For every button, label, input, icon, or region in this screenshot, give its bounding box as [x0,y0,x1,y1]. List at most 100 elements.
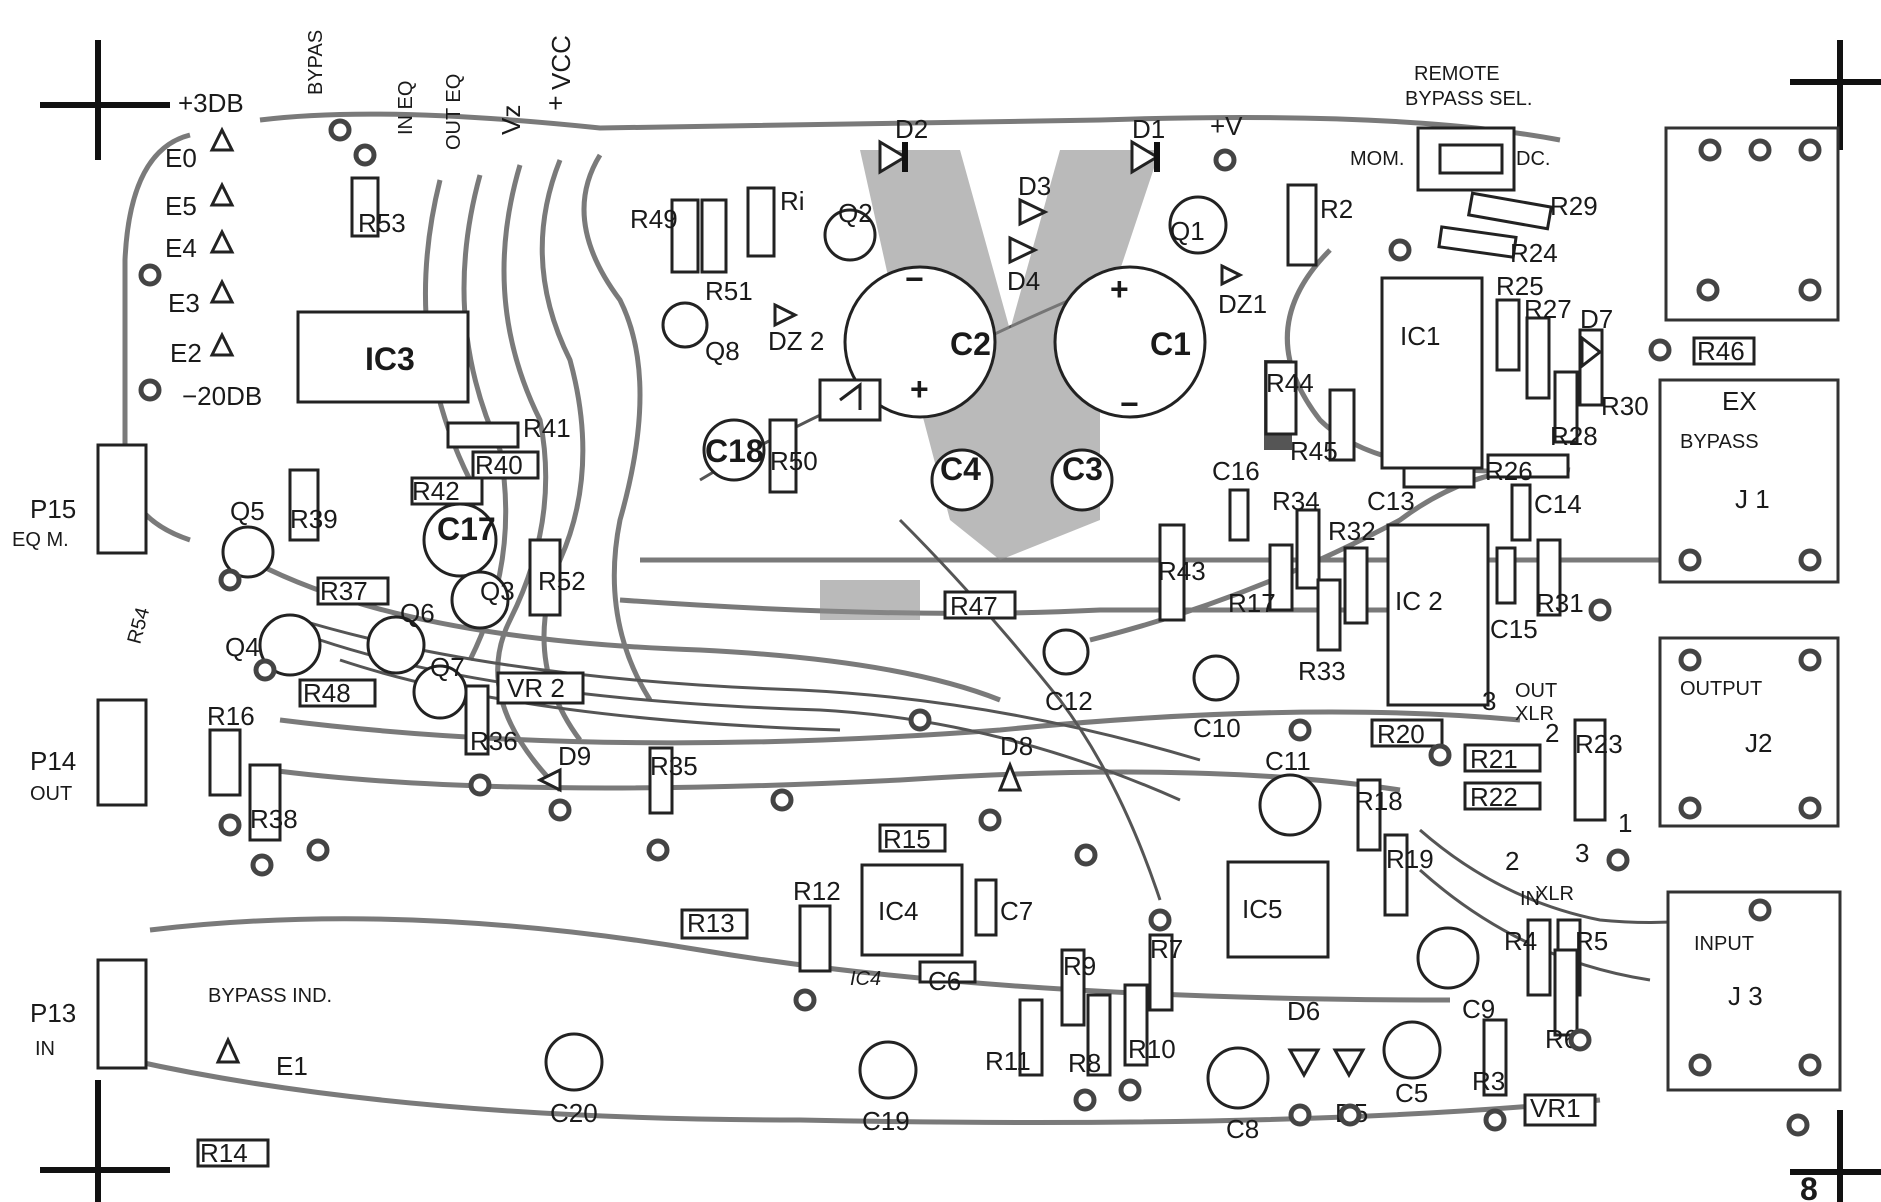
svg-text:C15: C15 [1490,614,1538,644]
trimmer-vr2: VR 2 [496,671,585,705]
svg-text:C14: C14 [1534,489,1582,519]
svg-text:C19: C19 [862,1106,910,1136]
transistor-q8: Q8 [661,301,740,366]
capacitor-c3: C3 [1050,448,1114,512]
svg-text:REMOTE: REMOTE [1414,63,1500,85]
svg-text:3: 3 [1482,686,1496,716]
svg-text:R38: R38 [250,804,298,834]
svg-text:IC1: IC1 [1400,321,1440,351]
svg-text:J 1: J 1 [1735,484,1770,514]
svg-text:IC3: IC3 [365,341,415,377]
port-p14: P14 OUT [30,698,148,807]
svg-text:D4: D4 [1007,266,1040,296]
svg-text:VCC: VCC [546,35,576,90]
svg-text:OUT: OUT [30,783,72,805]
svg-text:C6: C6 [928,966,961,996]
svg-text:OUT: OUT [1515,680,1557,702]
svg-text:E4: E4 [165,233,197,263]
svg-text:R22: R22 [1470,782,1518,812]
svg-text:R25: R25 [1496,271,1544,301]
capacitor-c5: C5 [1382,1020,1442,1108]
svg-text:E0: E0 [165,143,197,173]
xlr-notes: OUT XLR IN XLR 1 2 3 2 3 [1482,680,1632,910]
resistors: R53 R49 R51 Ri R2 R29 R24 R25 R27 R28 R3… [196,176,1756,1168]
svg-text:BYPASS IND.: BYPASS IND. [208,985,332,1007]
svg-text:+: + [1110,271,1129,307]
svg-text:R14: R14 [200,1138,248,1168]
bypass-indicator: BYPASS IND. E1 [208,985,332,1081]
svg-text:R44: R44 [1266,368,1314,398]
svg-text:R31: R31 [1536,588,1584,618]
svg-text:IC4: IC4 [878,896,918,926]
ic-ic4: IC4 [860,863,964,957]
svg-text:R3: R3 [1472,1066,1505,1096]
svg-text:3: 3 [1575,838,1589,868]
remote-bypass-switch [1416,126,1516,192]
svg-text:C4: C4 [940,451,981,487]
capacitor-c18: C18 [702,418,766,482]
pads [138,118,1822,1137]
svg-text:R7: R7 [1150,934,1183,964]
svg-text:+: + [910,371,929,407]
transistor-q4: Q4 [225,613,322,677]
svg-text:R30: R30 [1601,391,1649,421]
svg-text:R20: R20 [1377,719,1425,749]
svg-text:R36: R36 [470,726,518,756]
svg-text:C1: C1 [1150,326,1191,362]
svg-text:XLR: XLR [1535,883,1574,905]
svg-text:C7: C7 [1000,896,1033,926]
svg-text:R34: R34 [1272,486,1320,516]
capacitor-c17: C17 [422,502,498,578]
capacitor-c8: C8 [1206,1046,1270,1144]
svg-text:C10: C10 [1193,713,1241,743]
svg-text:Q6: Q6 [400,598,435,628]
svg-text:VR 2: VR 2 [507,673,565,703]
svg-text:D9: D9 [558,741,591,771]
svg-text:R28: R28 [1550,421,1598,451]
capacitor-c4: C4 [930,448,994,512]
svg-text:OUTPUT: OUTPUT [1680,678,1762,700]
svg-text:MOM.: MOM. [1350,148,1404,170]
svg-text:P14: P14 [30,746,76,776]
svg-text:C5: C5 [1395,1078,1428,1108]
svg-text:R53: R53 [358,208,406,238]
svg-text:R23: R23 [1575,729,1623,759]
crop-marks [40,40,1881,1202]
svg-text:IN: IN [35,1038,55,1060]
ic-ic3: IC3 [296,310,470,404]
svg-text:C13: C13 [1367,486,1415,516]
diodes: D2 D1 D3 D4 DZ1 DZ 2 D7 D8 D9 D6 D5 [536,114,1613,1128]
svg-text:R17: R17 [1228,588,1276,618]
svg-text:IC5: IC5 [1242,894,1282,924]
svg-text:BYPASS: BYPASS [1680,431,1759,453]
svg-text:D7: D7 [1580,304,1613,334]
svg-text:R46: R46 [1697,336,1745,366]
svg-text:OUT EQ: OUT EQ [443,74,465,150]
svg-text:E2: E2 [170,338,202,368]
db-scale: E0 E5 E4 E3 E2 −20DB [165,126,262,411]
svg-text:R49: R49 [630,204,678,234]
svg-text:−: − [1120,386,1139,422]
svg-text:INPUT: INPUT [1694,933,1754,955]
transistor-q5: Q5 [221,496,275,579]
svg-text:Q8: Q8 [705,336,740,366]
svg-text:P13: P13 [30,998,76,1028]
capacitor-c10: C10 [1192,654,1241,743]
capacitor-c16: C16 [1212,456,1260,542]
svg-text:R39: R39 [290,504,338,534]
svg-text:R2: R2 [1320,194,1353,224]
ic4-note: IC4 [850,968,881,990]
svg-text:Q5: Q5 [230,496,265,526]
capacitor-c14: C14 [1510,483,1582,542]
capacitor-c1: C1 + − [1053,265,1207,422]
svg-text:R16: R16 [207,701,255,731]
svg-text:C2: C2 [950,326,991,362]
trimmer-vr1: VR1 [1523,1093,1597,1127]
svg-text:E3: E3 [168,288,200,318]
ic-ic5: IC5 [1226,860,1330,959]
svg-text:R40: R40 [475,450,523,480]
svg-text:R12: R12 [793,876,841,906]
svg-text:R51: R51 [705,276,753,306]
svg-text:Ri: Ri [780,186,805,216]
